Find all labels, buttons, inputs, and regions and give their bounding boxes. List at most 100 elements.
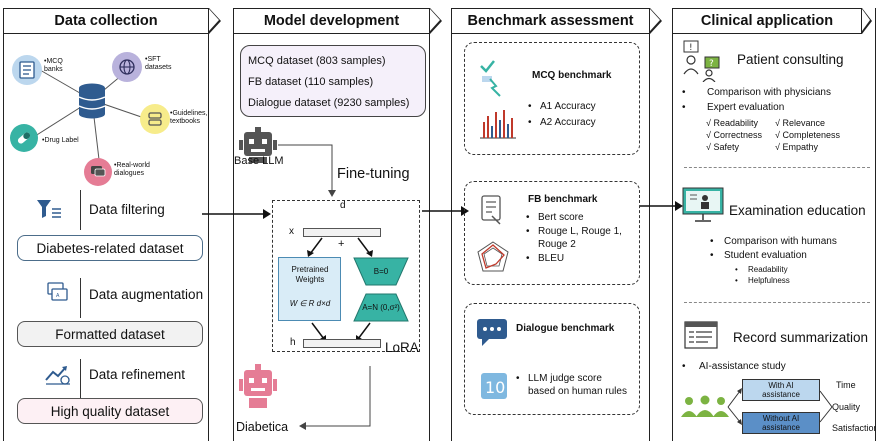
fb-dataset-label: FB dataset (110 samples)	[248, 76, 374, 88]
dialogue-benchmark-metrics: LLM judge score based on human rules	[516, 372, 627, 398]
record-summarization-title: Record summarization	[733, 330, 869, 345]
criterion-completeness: √ Completeness	[775, 130, 840, 140]
mcq-bar-chart-icon	[480, 110, 516, 139]
svg-text:!: !	[689, 43, 693, 53]
refinement-icon	[45, 366, 70, 385]
patient-criteria-left: √ Readability √ Correctness √ Safety	[706, 117, 762, 153]
exam-sub-readability: Readability	[735, 264, 790, 275]
patient-item-expert: Expert evaluation	[682, 100, 831, 115]
criterion-empathy: √ Empathy	[775, 142, 818, 152]
exam-sub-items: Readability Helpfulness	[735, 264, 790, 286]
svg-text:?: ?	[709, 59, 714, 69]
data-refinement-label: Data refinement	[89, 367, 186, 382]
mcq-bank-icon	[12, 55, 42, 85]
lora-h-label: h	[290, 337, 296, 348]
svg-text:10: 10	[485, 378, 505, 397]
record-items: AI-assistance study	[682, 360, 786, 373]
mcq-checklist-icon	[480, 60, 501, 97]
metric-time: Time	[836, 380, 856, 390]
lora-d-label: d	[340, 200, 346, 211]
data-augmentation-label: Data augmentation	[89, 287, 204, 302]
score-ten-icon: 10	[481, 373, 507, 399]
drug-pill-icon	[10, 124, 38, 152]
mcq-benchmark-box	[464, 42, 640, 155]
divider-2	[684, 302, 870, 303]
column-title-model-development: Model development	[263, 13, 400, 29]
svg-text:A: A	[56, 293, 60, 299]
guidelines-label: •Guidelines, textbooks	[170, 110, 208, 125]
mcq-banks-label: •MCQ banks	[44, 58, 63, 73]
fb-benchmark-box	[464, 181, 640, 285]
model-development-column	[233, 8, 430, 441]
dialogue-dataset-label: Dialogue dataset (9230 samples)	[248, 97, 410, 109]
fb-benchmark-title: FB benchmark	[528, 194, 598, 205]
sft-globe-icon	[112, 52, 142, 82]
dialogue-bubble-icon	[84, 158, 112, 186]
diabetica-robot-icon	[239, 364, 277, 408]
sft-datasets-label: •SFT datasets	[145, 56, 172, 71]
fb-benchmark-metrics: Bert score Rouge L, Rouge 1, Rouge 2 BLE…	[526, 211, 622, 265]
diabetes-related-dataset-box: Diabetes-related dataset	[17, 235, 203, 261]
exam-items: Comparison with humans Student evaluatio…	[710, 235, 837, 263]
lora-label: LoRA	[385, 340, 419, 355]
metric-satisfaction: Satisfaction	[832, 423, 876, 433]
column-title-data-collection: Data collection	[54, 13, 158, 29]
w-formula-label: W ∈ R d×d	[289, 299, 331, 308]
lora-to-diabetica-connector	[299, 366, 371, 430]
lora-box	[272, 200, 420, 352]
pretrained-weights-label: Pretrained Weights	[291, 265, 329, 284]
benchmark-assessment-column	[451, 8, 650, 441]
datasets-box	[240, 45, 426, 117]
lora-b-label: B=0	[373, 267, 389, 276]
database-icon	[78, 83, 106, 119]
lora-a-label: A=N (0,σ²)	[362, 303, 400, 312]
lora-b-matrix	[353, 257, 409, 286]
guidelines-icon	[140, 104, 170, 134]
lora-a-matrix	[353, 293, 409, 322]
filter-icon	[37, 200, 61, 218]
exam-item-humans: Comparison with humans	[710, 235, 837, 249]
divider-1	[684, 167, 870, 168]
examination-education-title: Examination education	[729, 203, 866, 218]
diabetica-label: Diabetica	[236, 420, 289, 434]
mcq-benchmark-title: MCQ benchmark	[532, 70, 612, 81]
dialogue-benchmark-box	[464, 303, 640, 415]
patient-consulting-title: Patient consulting	[737, 52, 844, 67]
mcq-dataset-label: MCQ dataset (803 samples)	[248, 55, 386, 67]
lora-plus-label: +	[338, 238, 345, 250]
base-llm-label: Base LLM	[234, 155, 284, 167]
dialogue-benchmark-title: Dialogue benchmark	[516, 323, 615, 334]
examination-education-icon	[682, 187, 724, 222]
fine-tuning-label: Fine-tuning	[337, 166, 410, 182]
without-ai-label: Without AI assistance	[762, 414, 800, 432]
lora-x-label: x	[289, 226, 294, 237]
lora-output-bar	[303, 339, 381, 348]
patient-criteria-right: √ Relevance √ Completeness √ Empathy	[775, 117, 840, 153]
real-world-dialogues-label: •Real-world dialogues	[114, 162, 150, 177]
criterion-readability: √ Readability	[706, 118, 758, 128]
dialogue-chat-icon	[477, 319, 507, 346]
ai-study-connectors	[727, 388, 833, 425]
criterion-safety: √ Safety	[706, 142, 739, 152]
arrow-to-clinical	[640, 201, 683, 211]
fb-metric-bleu: BLEU	[526, 252, 622, 266]
criterion-relevance: √ Relevance	[775, 118, 825, 128]
with-ai-box: With AI assistance	[742, 379, 820, 401]
patient-consulting-items: Comparison with physicians Expert evalua…	[682, 85, 831, 115]
data-collection-column	[3, 8, 209, 441]
without-ai-box: Without AI assistance	[742, 412, 820, 434]
patient-consulting-icon: ! ?	[683, 40, 720, 82]
augmentation-icon: A	[47, 282, 68, 301]
fb-metric-bert: Bert score	[526, 211, 622, 225]
record-summarization-icon	[684, 321, 718, 349]
people-group-icon	[681, 395, 729, 417]
high-quality-dataset-box: High quality dataset	[17, 398, 203, 424]
fine-tuning-connector	[278, 144, 336, 197]
patient-item-physicians: Comparison with physicians	[682, 85, 831, 100]
arrow-to-benchmark	[422, 206, 469, 216]
record-item-study: AI-assistance study	[682, 360, 786, 373]
mcq-metric-a2: A2 Accuracy	[528, 115, 596, 131]
mcq-metric-a1: A1 Accuracy	[528, 99, 596, 115]
lora-input-bar	[303, 228, 381, 237]
mcq-benchmark-metrics: A1 Accuracy A2 Accuracy	[528, 99, 596, 131]
